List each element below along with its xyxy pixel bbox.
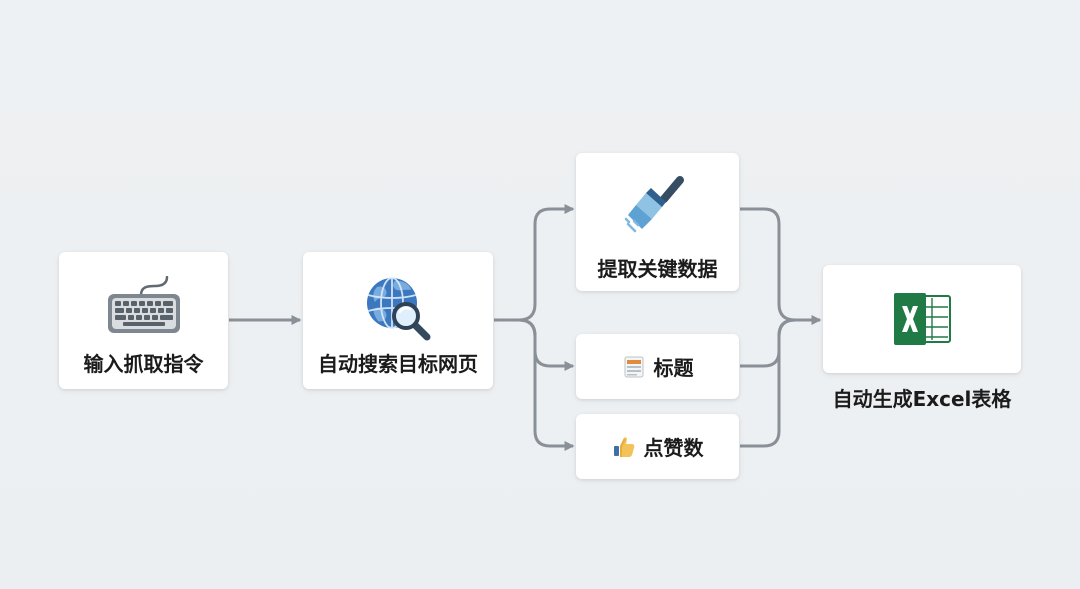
node-input-command: 输入抓取指令 (59, 252, 228, 389)
node-likes: 点赞数 (576, 414, 739, 479)
document-icon (624, 356, 643, 377)
title-row: 标题 (576, 334, 739, 399)
thumbs-up-icon (613, 436, 634, 457)
node-excel: 自动生成Excel表格 (823, 265, 1021, 411)
node-title: 标题 (576, 334, 739, 399)
node-search-webpages: 自动搜索目标网页 (303, 252, 493, 389)
line-extract-to-excel (740, 207, 796, 322)
node-extract-data: 提取关键数据 (576, 153, 739, 291)
node-label-excel: 自动生成Excel表格 (832, 387, 1012, 411)
line-likes-to-excel (740, 318, 796, 448)
node-label-input-command: 输入抓取指令 (83, 352, 204, 376)
line-title-to-excel (740, 318, 796, 368)
keyboard-icon (107, 276, 180, 333)
globe-search-icon (367, 277, 431, 341)
arrow-search-to-extract (518, 204, 575, 322)
node-label-title: 标题 (653, 356, 694, 380)
scraper-brush-icon (624, 176, 684, 233)
arrow-search-to-title (518, 318, 575, 371)
node-label-likes: 点赞数 (643, 436, 704, 460)
likes-row: 点赞数 (576, 414, 739, 479)
node-label-search-webpages: 自动搜索目标网页 (318, 352, 478, 376)
excel-icon (894, 293, 951, 345)
arrow-search-to-likes (518, 318, 575, 451)
node-label-extract-data: 提取关键数据 (597, 257, 718, 281)
